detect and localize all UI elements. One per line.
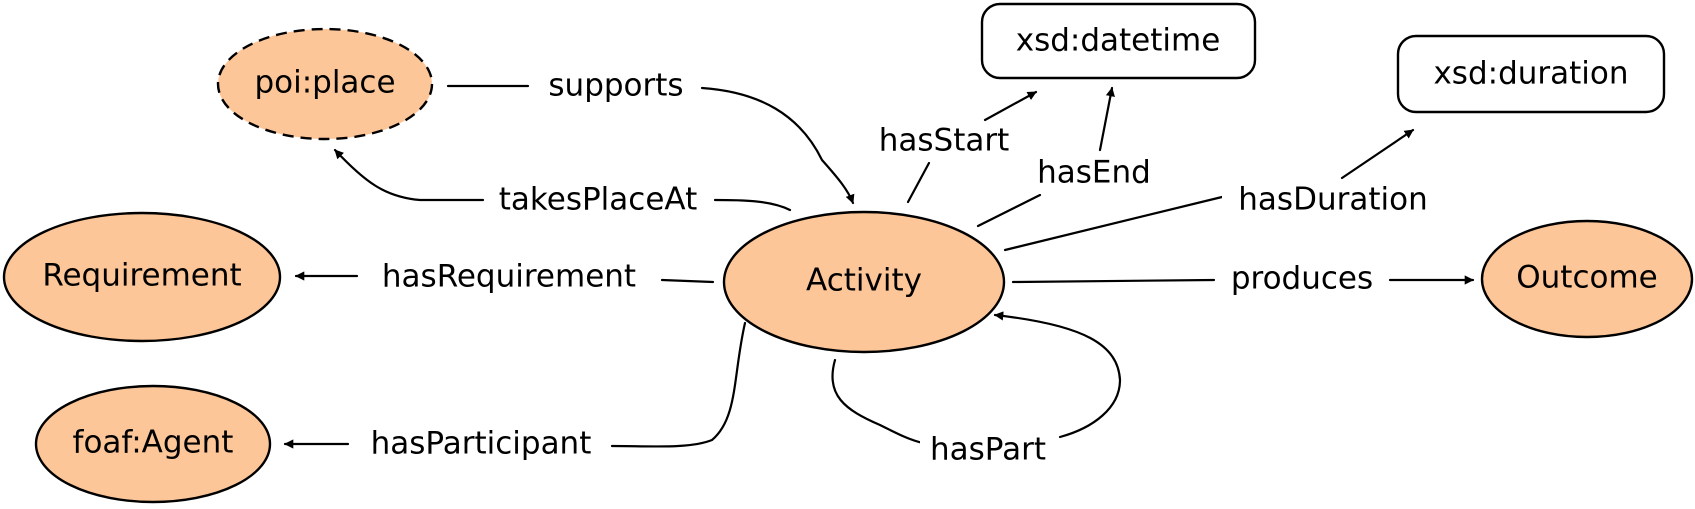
edge-label-supports: supports <box>548 68 683 104</box>
edge-has-participant: hasParticipant <box>283 321 747 464</box>
node-foaf-agent: foaf:Agent <box>34 384 272 504</box>
node-activity: Activity <box>722 210 1006 354</box>
edge-label-has-duration: hasDuration <box>1238 182 1427 218</box>
edge-label-produces: produces <box>1231 261 1373 297</box>
edge-has-duration: hasDuration <box>1003 128 1444 252</box>
edge-label-takes-place-at: takesPlaceAt <box>499 182 697 218</box>
edge-has-part: hasPart <box>831 311 1122 470</box>
edge-takes-place-at: takesPlaceAt <box>333 148 792 220</box>
node-shape-outcome <box>1480 219 1694 339</box>
node-label-xsd-datetime: xsd:datetime <box>1016 23 1221 59</box>
node-label-poi-place: poi:place <box>254 65 395 101</box>
edge-has-end: hasEnd <box>976 86 1161 228</box>
node-shape-requirement <box>2 211 282 343</box>
node-shape-xsd-datetime <box>980 2 1257 80</box>
edge-label-has-participant: hasParticipant <box>371 426 592 462</box>
edge-supports: supports <box>446 66 855 205</box>
node-label-xsd-duration: xsd:duration <box>1433 56 1628 92</box>
node-xsd-duration: xsd:duration <box>1396 34 1666 114</box>
edge-label-has-start: hasStart <box>879 123 1010 159</box>
node-label-activity: Activity <box>806 263 922 299</box>
node-label-requirement: Requirement <box>42 258 241 294</box>
node-requirement: Requirement <box>2 211 282 343</box>
node-shape-xsd-duration <box>1396 34 1666 114</box>
edge-has-requirement: hasRequirement <box>294 257 715 297</box>
node-shape-activity <box>722 210 1006 354</box>
node-label-outcome: Outcome <box>1516 260 1657 296</box>
edge-label-has-end: hasEnd <box>1037 155 1151 191</box>
node-shape-foaf-agent <box>34 384 272 504</box>
node-outcome: Outcome <box>1480 219 1694 339</box>
edge-has-start: hasStart <box>868 90 1038 204</box>
node-xsd-datetime: xsd:datetime <box>980 2 1257 80</box>
node-poi-place: poi:place <box>216 27 434 141</box>
edge-produces: produces <box>1011 259 1475 299</box>
edge-label-has-requirement: hasRequirement <box>382 259 636 295</box>
node-shape-poi-place <box>216 27 434 141</box>
edges: supports takesPlaceAt hasRequirement has… <box>283 66 1475 470</box>
edge-label-has-part: hasPart <box>930 432 1046 468</box>
node-label-foaf-agent: foaf:Agent <box>73 425 234 461</box>
